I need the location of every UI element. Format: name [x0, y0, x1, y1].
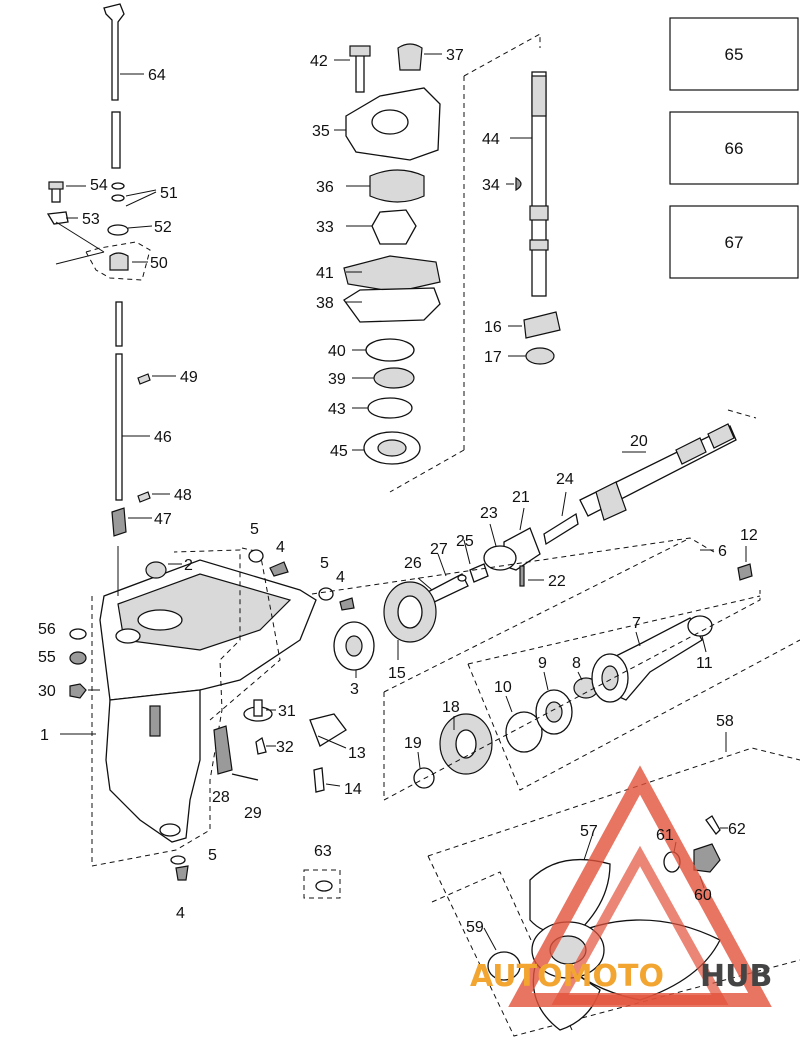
- callout-11: 11: [696, 655, 713, 672]
- watermark-text-hub: HUB: [700, 959, 772, 994]
- callout-56: 56: [38, 621, 56, 638]
- callout-21: 21: [512, 489, 530, 506]
- callout-32: 32: [276, 739, 294, 756]
- callout-59: 59: [466, 919, 484, 936]
- water-pump-assembly: [334, 33, 541, 493]
- callout-35: 35: [312, 123, 330, 140]
- callout-27: 27: [430, 541, 448, 558]
- callout-41: 41: [316, 265, 334, 282]
- callout-47: 47: [154, 511, 172, 528]
- callout-5-c: 5: [208, 847, 217, 864]
- callout-25: 25: [456, 533, 474, 550]
- callout-63: 63: [314, 843, 332, 860]
- callout-62: 62: [728, 821, 746, 838]
- callout-1: 1: [40, 727, 49, 744]
- automotohub-watermark: AUTOMOTO HUB: [470, 765, 772, 1007]
- callout-51: 51: [160, 185, 178, 202]
- callout-33: 33: [316, 219, 334, 236]
- callout-26: 26: [404, 555, 422, 572]
- callout-31: 31: [278, 703, 296, 720]
- box-label-67: 67: [725, 233, 744, 252]
- callout-43: 43: [328, 401, 346, 418]
- callout-14: 14: [344, 781, 362, 798]
- shift-lever-bracket: [46, 181, 157, 281]
- callout-37: 37: [446, 47, 464, 64]
- callout-45: 45: [330, 443, 348, 460]
- bearing-carrier: [591, 546, 753, 703]
- drive-shaft: [506, 71, 561, 365]
- small-hardware-left: [69, 549, 355, 881]
- watermark-text-auto: AUTOMOTO: [470, 959, 664, 994]
- gearcase-housing: [60, 546, 317, 867]
- callout-39: 39: [328, 371, 346, 388]
- part-box-66: 66: [669, 111, 799, 185]
- callout-12: 12: [740, 527, 758, 544]
- callout-4: 4: [276, 539, 285, 556]
- propeller-shaft: [579, 409, 757, 521]
- callout-49: 49: [180, 369, 198, 386]
- callout-5-b: 5: [320, 555, 329, 572]
- callout-29: 29: [244, 805, 262, 822]
- callout-17: 17: [484, 349, 502, 366]
- callout-7: 7: [632, 615, 641, 632]
- callout-19: 19: [404, 735, 422, 752]
- callout-4-c: 4: [176, 905, 185, 922]
- callout-4-b: 4: [336, 569, 345, 586]
- callout-50: 50: [150, 255, 168, 272]
- callout-52: 52: [154, 219, 172, 236]
- callout-44: 44: [482, 131, 500, 148]
- callout-30: 30: [38, 683, 56, 700]
- callout-24: 24: [556, 471, 574, 488]
- callout-60: 60: [694, 887, 712, 904]
- callout-34: 34: [482, 177, 500, 194]
- callout-57: 57: [580, 823, 598, 840]
- callout-40: 40: [328, 343, 346, 360]
- callout-20: 20: [630, 433, 648, 450]
- callout-46: 46: [154, 429, 172, 446]
- callout-36: 36: [316, 179, 334, 196]
- callout-5: 5: [250, 521, 259, 538]
- callout-53: 53: [82, 211, 100, 228]
- forward-gear-and-bearing: [333, 581, 437, 678]
- callout-23: 23: [480, 505, 498, 522]
- part-box-65: 65: [669, 17, 799, 91]
- callout-18: 18: [442, 699, 460, 716]
- shift-rod-upper: [103, 3, 144, 169]
- box-label-66: 66: [725, 139, 744, 158]
- reverse-gear-and-bearing: [413, 671, 599, 789]
- part-callouts: 1 2 3 4 5 6 7 8 9 10 11 12 13 14 15 16 1…: [38, 47, 758, 936]
- part-box-67: 67: [669, 205, 799, 279]
- callout-16: 16: [484, 319, 502, 336]
- callout-10: 10: [494, 679, 512, 696]
- callout-22: 22: [548, 573, 566, 590]
- callout-64: 64: [148, 67, 166, 84]
- callout-54: 54: [90, 177, 108, 194]
- callout-42: 42: [310, 53, 328, 70]
- callout-58: 58: [716, 713, 734, 730]
- gear-train-dashed-boundaries: [311, 537, 800, 801]
- callout-15: 15: [388, 665, 406, 682]
- trim-tab-anode: [213, 699, 347, 899]
- callout-8: 8: [572, 655, 581, 672]
- callout-3: 3: [350, 681, 359, 698]
- callout-6: 6: [718, 543, 727, 560]
- callout-28: 28: [212, 789, 230, 806]
- callout-38: 38: [316, 295, 334, 312]
- shift-rod-lower: [111, 301, 176, 537]
- callout-48: 48: [174, 487, 192, 504]
- callout-61: 61: [656, 827, 674, 844]
- callout-9: 9: [538, 655, 547, 672]
- callout-55: 55: [38, 649, 56, 666]
- box-label-65: 65: [725, 45, 744, 64]
- callout-2: 2: [184, 557, 193, 574]
- callout-13: 13: [348, 745, 366, 762]
